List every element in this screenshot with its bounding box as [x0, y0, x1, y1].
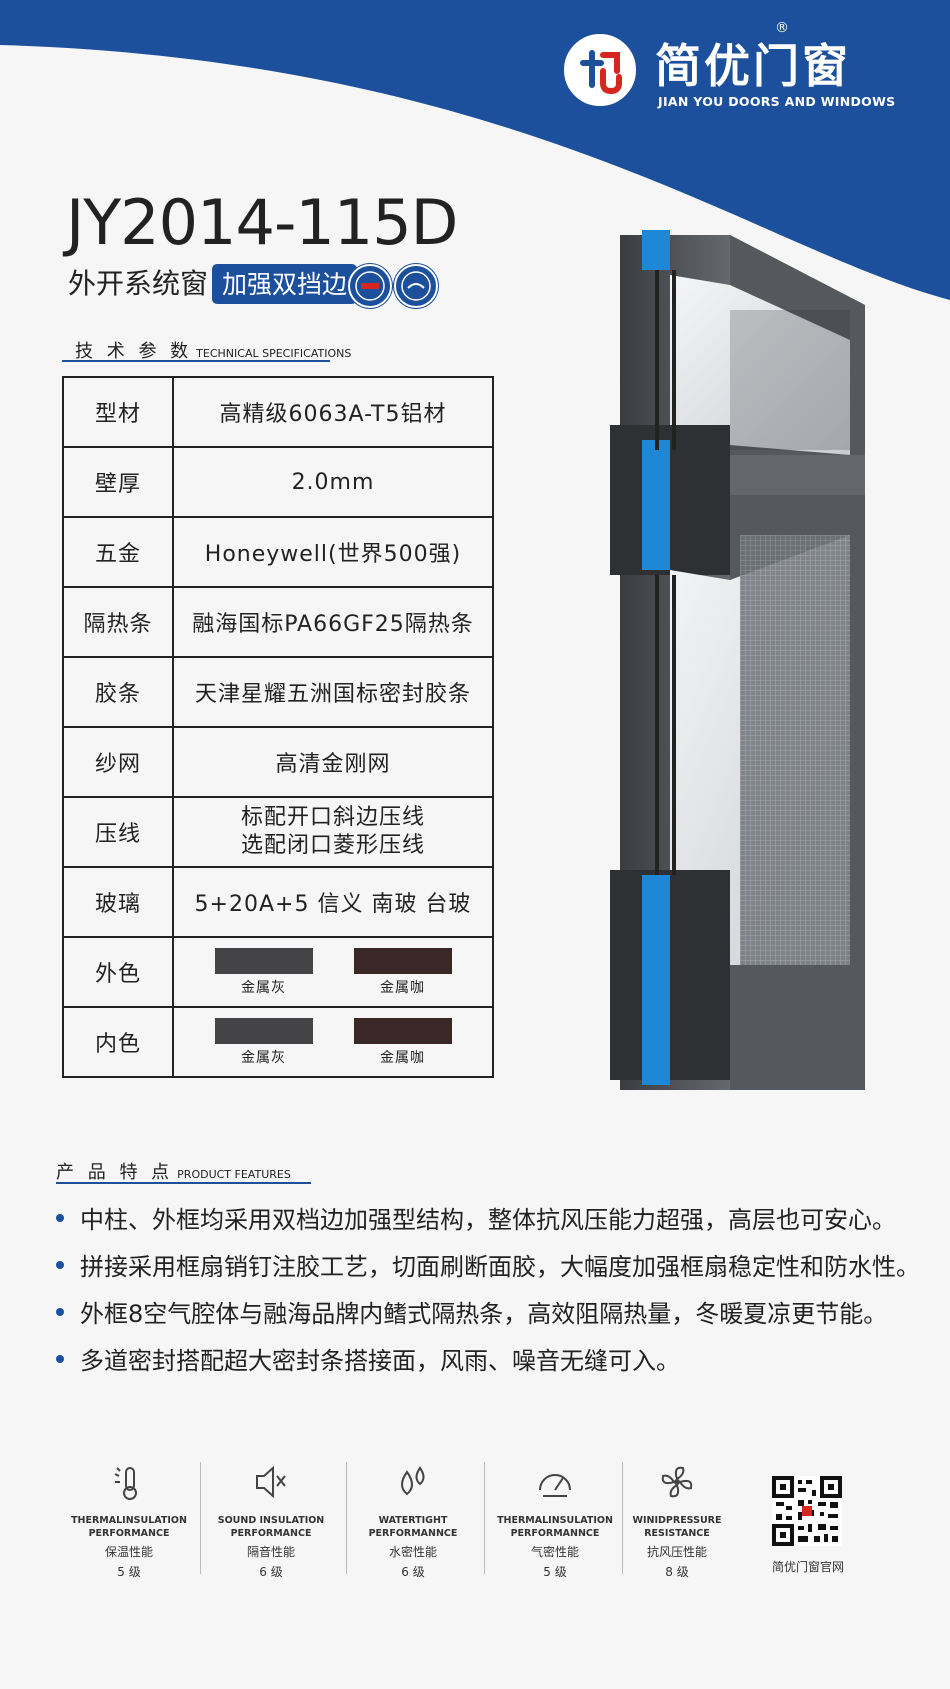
spec-value: 融海国标PA66GF25隔热条	[172, 586, 494, 658]
specs-table: 型材 高精级6063A-T5铝材 壁厚 2.0mm 五金 Honeywell(世…	[62, 376, 494, 1078]
specs-title-underline	[62, 360, 330, 362]
color-swatch: 金属灰	[214, 1017, 313, 1067]
color-swatch: 金属灰	[214, 947, 313, 997]
window-profile-illustration	[610, 230, 865, 1090]
bullet-icon	[56, 1308, 64, 1316]
bullet-icon	[56, 1355, 64, 1363]
performance-wind: WINIDPRESSURE RESISTANCE 抗风压性能 8 级	[612, 1462, 742, 1580]
swatch-bar	[214, 1017, 313, 1044]
swatch-bar	[214, 947, 313, 974]
spec-value-line: 标配开口斜边压线	[240, 805, 425, 830]
spec-key: 压线	[62, 796, 174, 868]
table-row: 外色 金属灰 金属咖	[62, 936, 494, 1008]
swatch-label: 金属灰	[241, 1049, 286, 1066]
spec-value: 高清金刚网	[172, 726, 494, 798]
table-row: 隔热条 融海国标PA66GF25隔热条	[62, 586, 494, 658]
swatch-bar	[353, 1017, 452, 1044]
table-row: 纱网 高清金刚网	[62, 726, 494, 798]
table-row: 型材 高精级6063A-T5铝材	[62, 376, 494, 448]
brand-name: 简优门窗	[655, 39, 851, 93]
divider	[622, 1462, 623, 1574]
spec-value: 5+20A+5 信义 南玻 台玻	[172, 866, 494, 938]
speaker-mute-icon	[256, 1465, 286, 1499]
registered-mark: ®	[775, 20, 789, 36]
spec-value: 标配开口斜边压线 选配闭口菱形压线	[172, 796, 494, 868]
bullet-icon	[56, 1214, 64, 1222]
features-title-underline	[56, 1182, 311, 1184]
table-row: 胶条 天津星耀五洲国标密封胶条	[62, 656, 494, 728]
divider	[346, 1462, 347, 1574]
specs-title-en: TECHNICAL SPECIFICATIONS	[196, 347, 352, 360]
spec-key: 隔热条	[62, 586, 174, 658]
divider	[200, 1462, 201, 1574]
qr-label: 简优门窗官网	[771, 1560, 844, 1574]
fan-icon	[661, 1466, 693, 1498]
brand-logo-icon	[560, 30, 640, 110]
table-row: 内色 金属灰 金属咖	[62, 1006, 494, 1078]
table-row: 壁厚 2.0mm	[62, 446, 494, 518]
table-row: 五金 Honeywell(世界500强)	[62, 516, 494, 588]
swatch-label: 金属灰	[241, 979, 286, 996]
spec-key: 纱网	[62, 726, 174, 798]
spec-key: 胶条	[62, 656, 174, 728]
spec-value: Honeywell(世界500强)	[172, 516, 494, 588]
spec-key: 壁厚	[62, 446, 174, 518]
spec-value: 金属灰 金属咖	[172, 936, 494, 1008]
spec-value: 金属灰 金属咖	[172, 1006, 494, 1078]
qr-code-icon[interactable]	[772, 1476, 842, 1546]
quality-seal-icon	[394, 264, 438, 308]
spec-value-line: 选配闭口菱形压线	[240, 833, 425, 858]
brand-english: JIAN YOU DOORS AND WINDOWS	[658, 94, 896, 109]
swatch-label: 金属咖	[380, 1049, 425, 1066]
bullet-icon	[56, 1261, 64, 1269]
spec-key: 型材	[62, 376, 174, 448]
spec-key: 五金	[62, 516, 174, 588]
list-item: 外框8空气腔体与融海品牌内鳍式隔热条，高效阻隔热量，冬暖夏凉更节能。	[56, 1294, 887, 1329]
thermometer-sun-icon	[114, 1467, 137, 1500]
water-drops-icon	[401, 1466, 425, 1496]
product-subtitle: 外开系统窗	[68, 267, 209, 300]
divider	[484, 1462, 485, 1574]
features-title-en: PRODUCT FEATURES	[177, 1168, 291, 1181]
performance-watertight: WATERTIGHT PERFORMANNCE 水密性能 6 级	[348, 1462, 478, 1580]
table-row: 玻璃 5+20A+5 信义 南玻 台玻	[62, 866, 494, 938]
performance-airtight: THERMALINSULATION PERFORMANNCE 气密性能 5 级	[490, 1462, 620, 1580]
spec-value: 2.0mm	[172, 446, 494, 518]
product-badge: 加强双挡边	[212, 264, 358, 304]
spec-key: 外色	[62, 936, 174, 1008]
color-swatch: 金属咖	[353, 947, 452, 997]
gauge-icon	[539, 1474, 571, 1497]
performance-thermal: THERMALINSULATION PERFORMANCE 保温性能 5 级	[64, 1462, 194, 1580]
certification-seal-icon	[348, 264, 392, 308]
color-swatch: 金属咖	[353, 1017, 452, 1067]
swatch-label: 金属咖	[380, 979, 425, 996]
header-background	[0, 0, 950, 300]
list-item: 拼接采用框扇销钉注胶工艺，切面刷断面胶，大幅度加强框扇稳定性和防水性。	[56, 1247, 920, 1282]
spec-value: 天津星耀五洲国标密封胶条	[172, 656, 494, 728]
spec-key: 玻璃	[62, 866, 174, 938]
performance-sound: SOUND INSULATION PERFORMANCE 隔音性能 6 级	[206, 1462, 336, 1580]
table-row: 压线 标配开口斜边压线 选配闭口菱形压线	[62, 796, 494, 868]
spec-value: 高精级6063A-T5铝材	[172, 376, 494, 448]
swatch-bar	[353, 947, 452, 974]
list-item: 多道密封搭配超大密封条搭接面，风雨、噪音无缝可入。	[56, 1341, 680, 1376]
product-model: JY2014-115D	[66, 186, 458, 259]
list-item: 中柱、外框均采用双档边加强型结构，整体抗风压能力超强，高层也可安心。	[56, 1200, 896, 1235]
spec-key: 内色	[62, 1006, 174, 1078]
